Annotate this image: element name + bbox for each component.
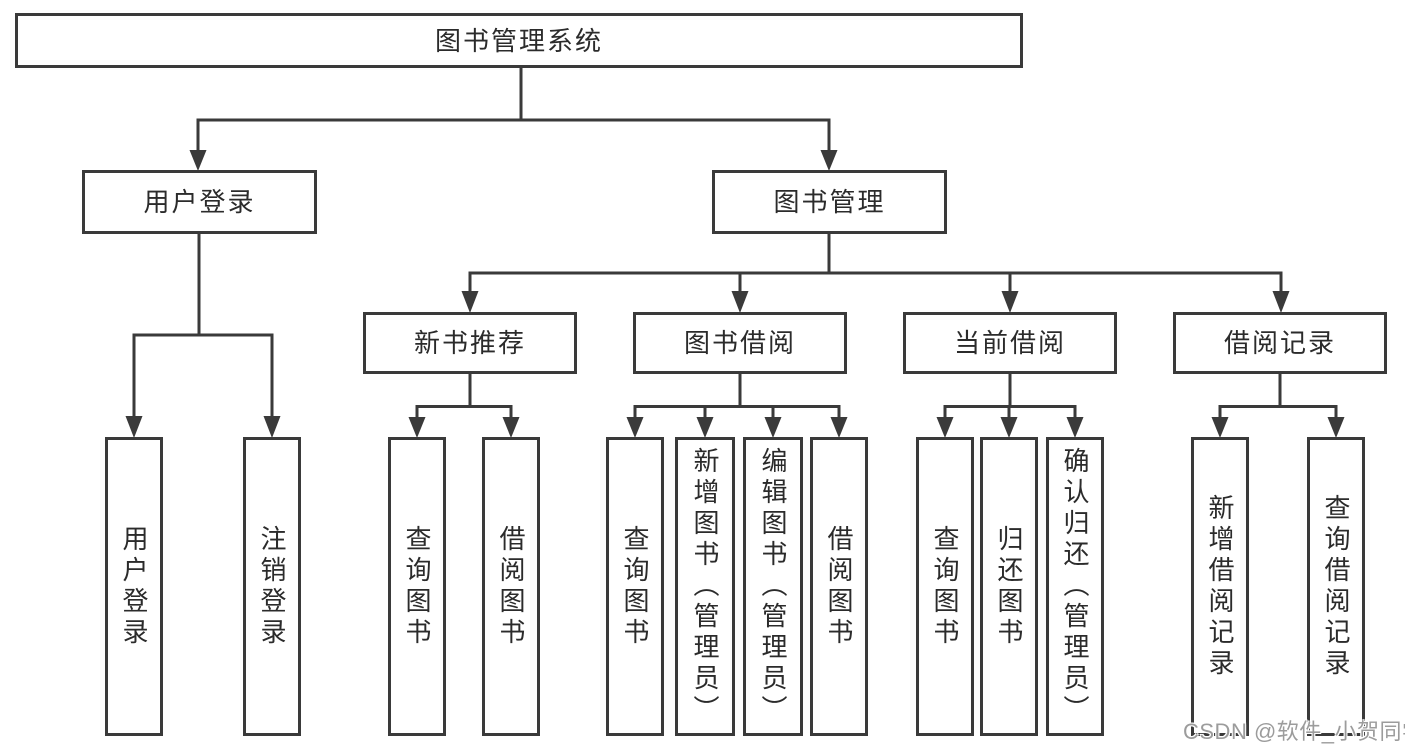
node-book-management: 图书管理 xyxy=(712,170,947,234)
leaf-borrow-query-book-label: 查询图书 xyxy=(620,524,650,649)
leaf-newrec-query-book-label: 查询图书 xyxy=(402,524,432,649)
connector-new-book-to-leaves xyxy=(408,374,520,438)
connector-user-login-to-leaves xyxy=(125,234,281,438)
connector-root-to-level2 xyxy=(189,67,838,171)
leaf-edit-book-admin-label: 编辑图书（管理员） xyxy=(758,447,788,726)
leaf-newrec-borrow-book: 借阅图书 xyxy=(482,437,540,736)
node-book-management-label: 图书管理 xyxy=(773,187,886,217)
connector-book-mgmt-to-level3 xyxy=(461,234,1290,313)
leaf-return-book-label: 归还图书 xyxy=(994,524,1024,649)
node-user-login-label: 用户登录 xyxy=(143,187,256,217)
leaf-logout-label: 注销登录 xyxy=(257,524,287,649)
node-borrow-record-label: 借阅记录 xyxy=(1223,328,1336,358)
node-book-borrow: 图书借阅 xyxy=(633,312,847,374)
leaf-add-book-admin-label: 新增图书（管理员） xyxy=(690,447,720,726)
node-borrow-record: 借阅记录 xyxy=(1173,312,1387,374)
leaf-borrow-borrow-book: 借阅图书 xyxy=(810,437,868,736)
leaf-edit-book-admin: 编辑图书（管理员） xyxy=(743,437,803,736)
leaf-add-borrow-record: 新增借阅记录 xyxy=(1191,437,1249,736)
connector-current-borrow-to-leaves xyxy=(936,374,1084,438)
node-current-borrow: 当前借阅 xyxy=(903,312,1117,374)
leaf-return-book: 归还图书 xyxy=(980,437,1038,736)
csdn-watermark: CSDN @软件_小贺同学 xyxy=(1183,719,1405,744)
leaf-borrow-borrow-book-label: 借阅图书 xyxy=(824,524,854,649)
connector-borrow-record-to-leaves xyxy=(1211,374,1345,438)
node-root-library-system: 图书管理系统 xyxy=(15,13,1023,68)
leaf-query-borrow-record-label: 查询借阅记录 xyxy=(1321,493,1351,680)
node-new-book-recommend: 新书推荐 xyxy=(363,312,577,374)
node-current-borrow-label: 当前借阅 xyxy=(953,328,1066,358)
node-root-label: 图书管理系统 xyxy=(434,25,603,56)
leaf-add-book-admin: 新增图书（管理员） xyxy=(675,437,735,736)
leaf-newrec-query-book: 查询图书 xyxy=(388,437,446,736)
leaf-confirm-return-admin-label: 确认归还（管理员） xyxy=(1060,447,1090,726)
leaf-query-borrow-record: 查询借阅记录 xyxy=(1307,437,1365,736)
leaf-user-login-label: 用户登录 xyxy=(119,524,149,649)
leaf-current-query-book: 查询图书 xyxy=(916,437,974,736)
leaf-add-borrow-record-label: 新增借阅记录 xyxy=(1205,493,1235,680)
connector-book-borrow-to-leaves xyxy=(626,374,848,438)
leaf-borrow-query-book: 查询图书 xyxy=(606,437,664,736)
leaf-user-login: 用户登录 xyxy=(105,437,163,736)
node-book-borrow-label: 图书借阅 xyxy=(683,328,796,358)
node-new-book-recommend-label: 新书推荐 xyxy=(413,328,526,358)
leaf-logout: 注销登录 xyxy=(243,437,301,736)
leaf-newrec-borrow-book-label: 借阅图书 xyxy=(496,524,526,649)
node-user-login: 用户登录 xyxy=(82,170,317,234)
leaf-current-query-book-label: 查询图书 xyxy=(930,524,960,649)
leaf-confirm-return-admin: 确认归还（管理员） xyxy=(1046,437,1104,736)
